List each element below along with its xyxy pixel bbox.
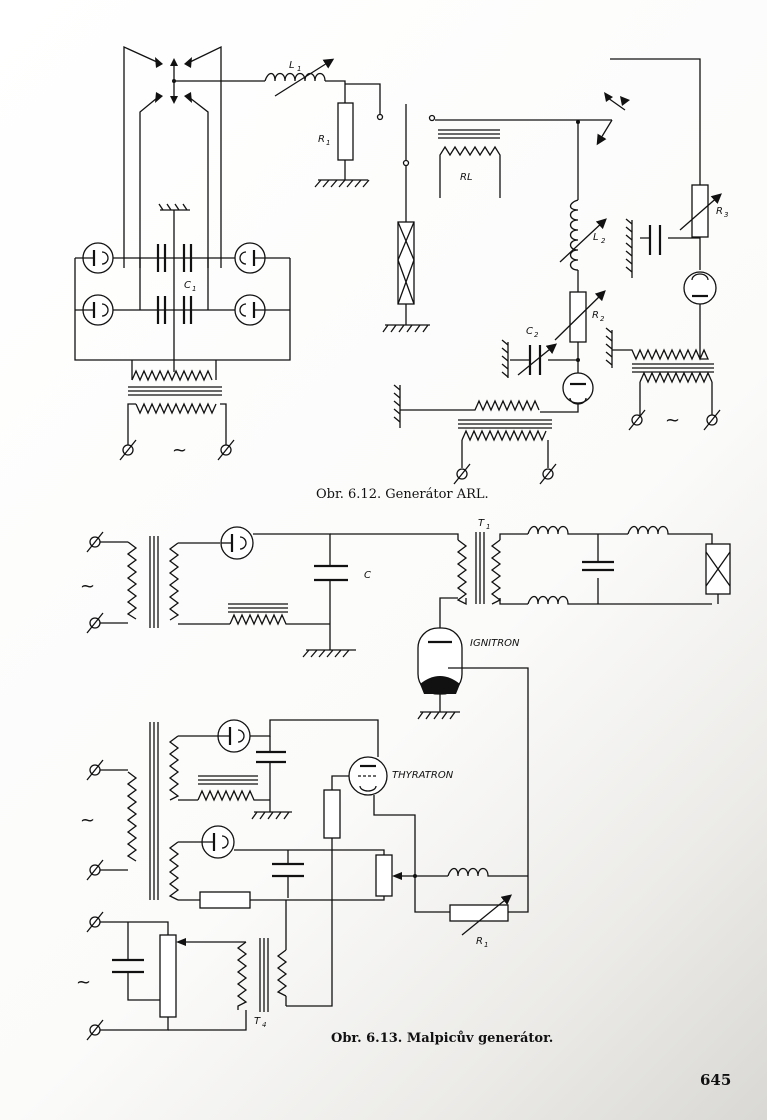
ac-symbol-613-top: ~ (80, 576, 95, 597)
label-r3-sub: 3 (724, 211, 728, 219)
label-c2: C (526, 326, 533, 337)
label-t4: T (254, 1016, 261, 1027)
label-c2-sub: 2 (534, 331, 539, 339)
figure-6-13-caption: Obr. 6.13. Malpicův generátor. (331, 1031, 554, 1046)
label-r2-sub: 2 (600, 315, 605, 323)
ac-symbol-613-bottom: ~ (76, 972, 91, 993)
figure-6-12-caption: Obr. 6.12. Generátor ARL. (316, 487, 489, 502)
label-r2: R (592, 310, 599, 321)
fig613-ignitron-circuit (86, 525, 731, 875)
label-r1-613: R (476, 936, 483, 947)
label-l1: L (289, 60, 295, 71)
fig613-labels: T 1 C IGNITRON THYRATRON R 1 T 4 ~ ~ ~ (76, 518, 520, 1029)
label-ignitron: IGNITRON (470, 638, 520, 649)
ac-symbol-613-mid: ~ (80, 810, 95, 831)
label-r1-613-sub: 1 (484, 941, 488, 949)
label-t1-sub: 1 (486, 523, 490, 531)
page-number: 645 (700, 1071, 732, 1089)
fig612-left-circuit (74, 45, 384, 461)
fig612-right-circuit (382, 58, 722, 485)
label-r1-sub: 1 (326, 139, 330, 147)
label-c1-sub: 1 (192, 285, 196, 293)
label-l2-sub: 2 (601, 237, 606, 245)
fig613-thyratron-circuit (86, 719, 529, 1041)
label-l2: L (593, 232, 599, 243)
label-thyratron: THYRATRON (392, 770, 454, 781)
label-c1: C (184, 280, 191, 291)
label-t4-sub: 4 (262, 1021, 266, 1029)
ac-symbol-right: ~ (665, 410, 680, 431)
label-r3: R (716, 206, 723, 217)
label-c: C (364, 570, 371, 581)
fig612-labels: L 1 R 1 C 1 RL L 2 R 2 C 2 R 3 ~ ~ (172, 60, 728, 461)
label-l1-sub: 1 (297, 65, 301, 73)
label-t1: T (478, 518, 485, 529)
label-r1: R (318, 134, 325, 145)
label-rl: RL (460, 172, 473, 183)
ac-symbol-left: ~ (172, 440, 187, 461)
